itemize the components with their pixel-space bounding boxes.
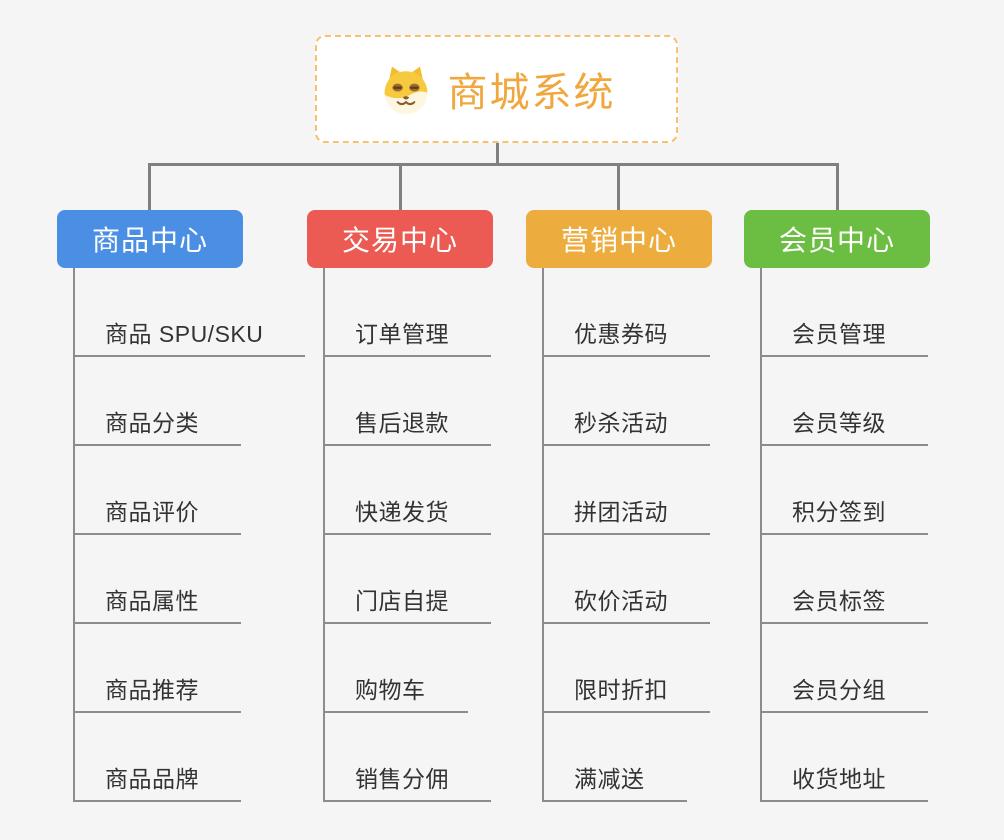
leaf-label: 会员分组 [792,677,886,703]
leaf-label: 销售分佣 [355,766,449,792]
branch-header-trade[interactable]: 交易中心 [307,210,493,268]
branch-marketing: 营销中心 优惠券码秒杀活动拼团活动砍价活动限时折扣满减送 [526,210,786,802]
leaf-label: 快递发货 [355,499,449,525]
leaf-node[interactable]: 收货地址 [762,713,928,802]
leaf-node[interactable]: 拼团活动 [544,446,710,535]
leaf-label: 会员管理 [792,321,886,347]
leaf-label: 购物车 [355,677,426,703]
leaf-label: 会员标签 [792,588,886,614]
branch-leaves-trade: 订单管理售后退款快递发货门店自提购物车销售分佣 [323,268,567,802]
connector-root-stub [496,143,499,165]
leaf-node[interactable]: 积分签到 [762,446,928,535]
branch-members: 会员中心 会员管理会员等级积分签到会员标签会员分组收货地址 [744,210,1004,802]
connector-horizontal-line [149,163,839,166]
leaf-node[interactable]: 门店自提 [325,535,491,624]
leaf-label: 商品属性 [105,588,199,614]
branch-leaves-members: 会员管理会员等级积分签到会员标签会员分组收货地址 [760,268,1004,802]
leaf-label: 限时折扣 [574,677,668,703]
leaf-node[interactable]: 商品推荐 [75,624,241,713]
leaf-label: 收货地址 [792,766,886,792]
connector-drop-marketing [617,163,620,211]
connector-drop-trade [399,163,402,211]
leaf-label: 拼团活动 [574,499,668,525]
branch-leaves-products: 商品 SPU/SKU 商品分类商品评价商品属性商品推荐商品品牌 [73,268,317,802]
branch-products: 商品中心 商品 SPU/SKU 商品分类商品评价商品属性商品推荐商品品牌 [57,210,317,802]
leaf-label: 门店自提 [355,588,449,614]
leaf-label: 商品分类 [105,410,199,436]
leaf-label: 积分签到 [792,499,886,525]
leaf-label: 商品 SPU/SKU [105,321,264,347]
branch-header-products[interactable]: 商品中心 [57,210,243,268]
branch-trade: 交易中心 订单管理售后退款快递发货门店自提购物车销售分佣 [307,210,567,802]
root-title: 商城系统 [447,71,616,115]
leaf-node[interactable]: 会员管理 [762,268,928,357]
branch-header-members[interactable]: 会员中心 [744,210,930,268]
leaf-label: 砍价活动 [574,588,668,614]
dog-face-icon [384,66,427,115]
leaf-node[interactable]: 商品属性 [75,535,241,624]
leaf-label: 售后退款 [355,410,449,436]
leaf-label: 优惠券码 [574,321,668,347]
leaf-node[interactable]: 优惠券码 [544,268,710,357]
leaf-node[interactable]: 会员分组 [762,624,928,713]
leaf-node[interactable]: 会员标签 [762,535,928,624]
leaf-node[interactable]: 商品评价 [75,446,241,535]
leaf-label: 秒杀活动 [574,410,668,436]
leaf-node[interactable]: 购物车 [325,624,468,713]
leaf-label: 会员等级 [792,410,886,436]
leaf-node[interactable]: 订单管理 [325,268,491,357]
leaf-label: 商品品牌 [105,766,199,792]
leaf-node[interactable]: 秒杀活动 [544,357,710,446]
leaf-node[interactable]: 售后退款 [325,357,491,446]
leaf-label: 订单管理 [355,321,449,347]
leaf-node[interactable]: 商品分类 [75,357,241,446]
leaf-node[interactable]: 会员等级 [762,357,928,446]
leaf-node[interactable]: 砍价活动 [544,535,710,624]
leaf-label: 满减送 [574,766,645,792]
connector-drop-products [148,163,151,211]
leaf-node[interactable]: 快递发货 [325,446,491,535]
leaf-label: 商品评价 [105,499,199,525]
leaf-node[interactable]: 满减送 [544,713,687,802]
leaf-node[interactable]: 销售分佣 [325,713,491,802]
leaf-label: 商品推荐 [105,677,199,703]
leaf-node[interactable]: 限时折扣 [544,624,710,713]
leaf-node[interactable]: 商品 SPU/SKU [75,268,306,357]
root-node[interactable]: 商城系统 [315,35,678,143]
leaf-node[interactable]: 商品品牌 [75,713,241,802]
connector-drop-members [836,163,839,211]
branch-header-marketing[interactable]: 营销中心 [526,210,712,268]
branch-leaves-marketing: 优惠券码秒杀活动拼团活动砍价活动限时折扣满减送 [542,268,786,802]
